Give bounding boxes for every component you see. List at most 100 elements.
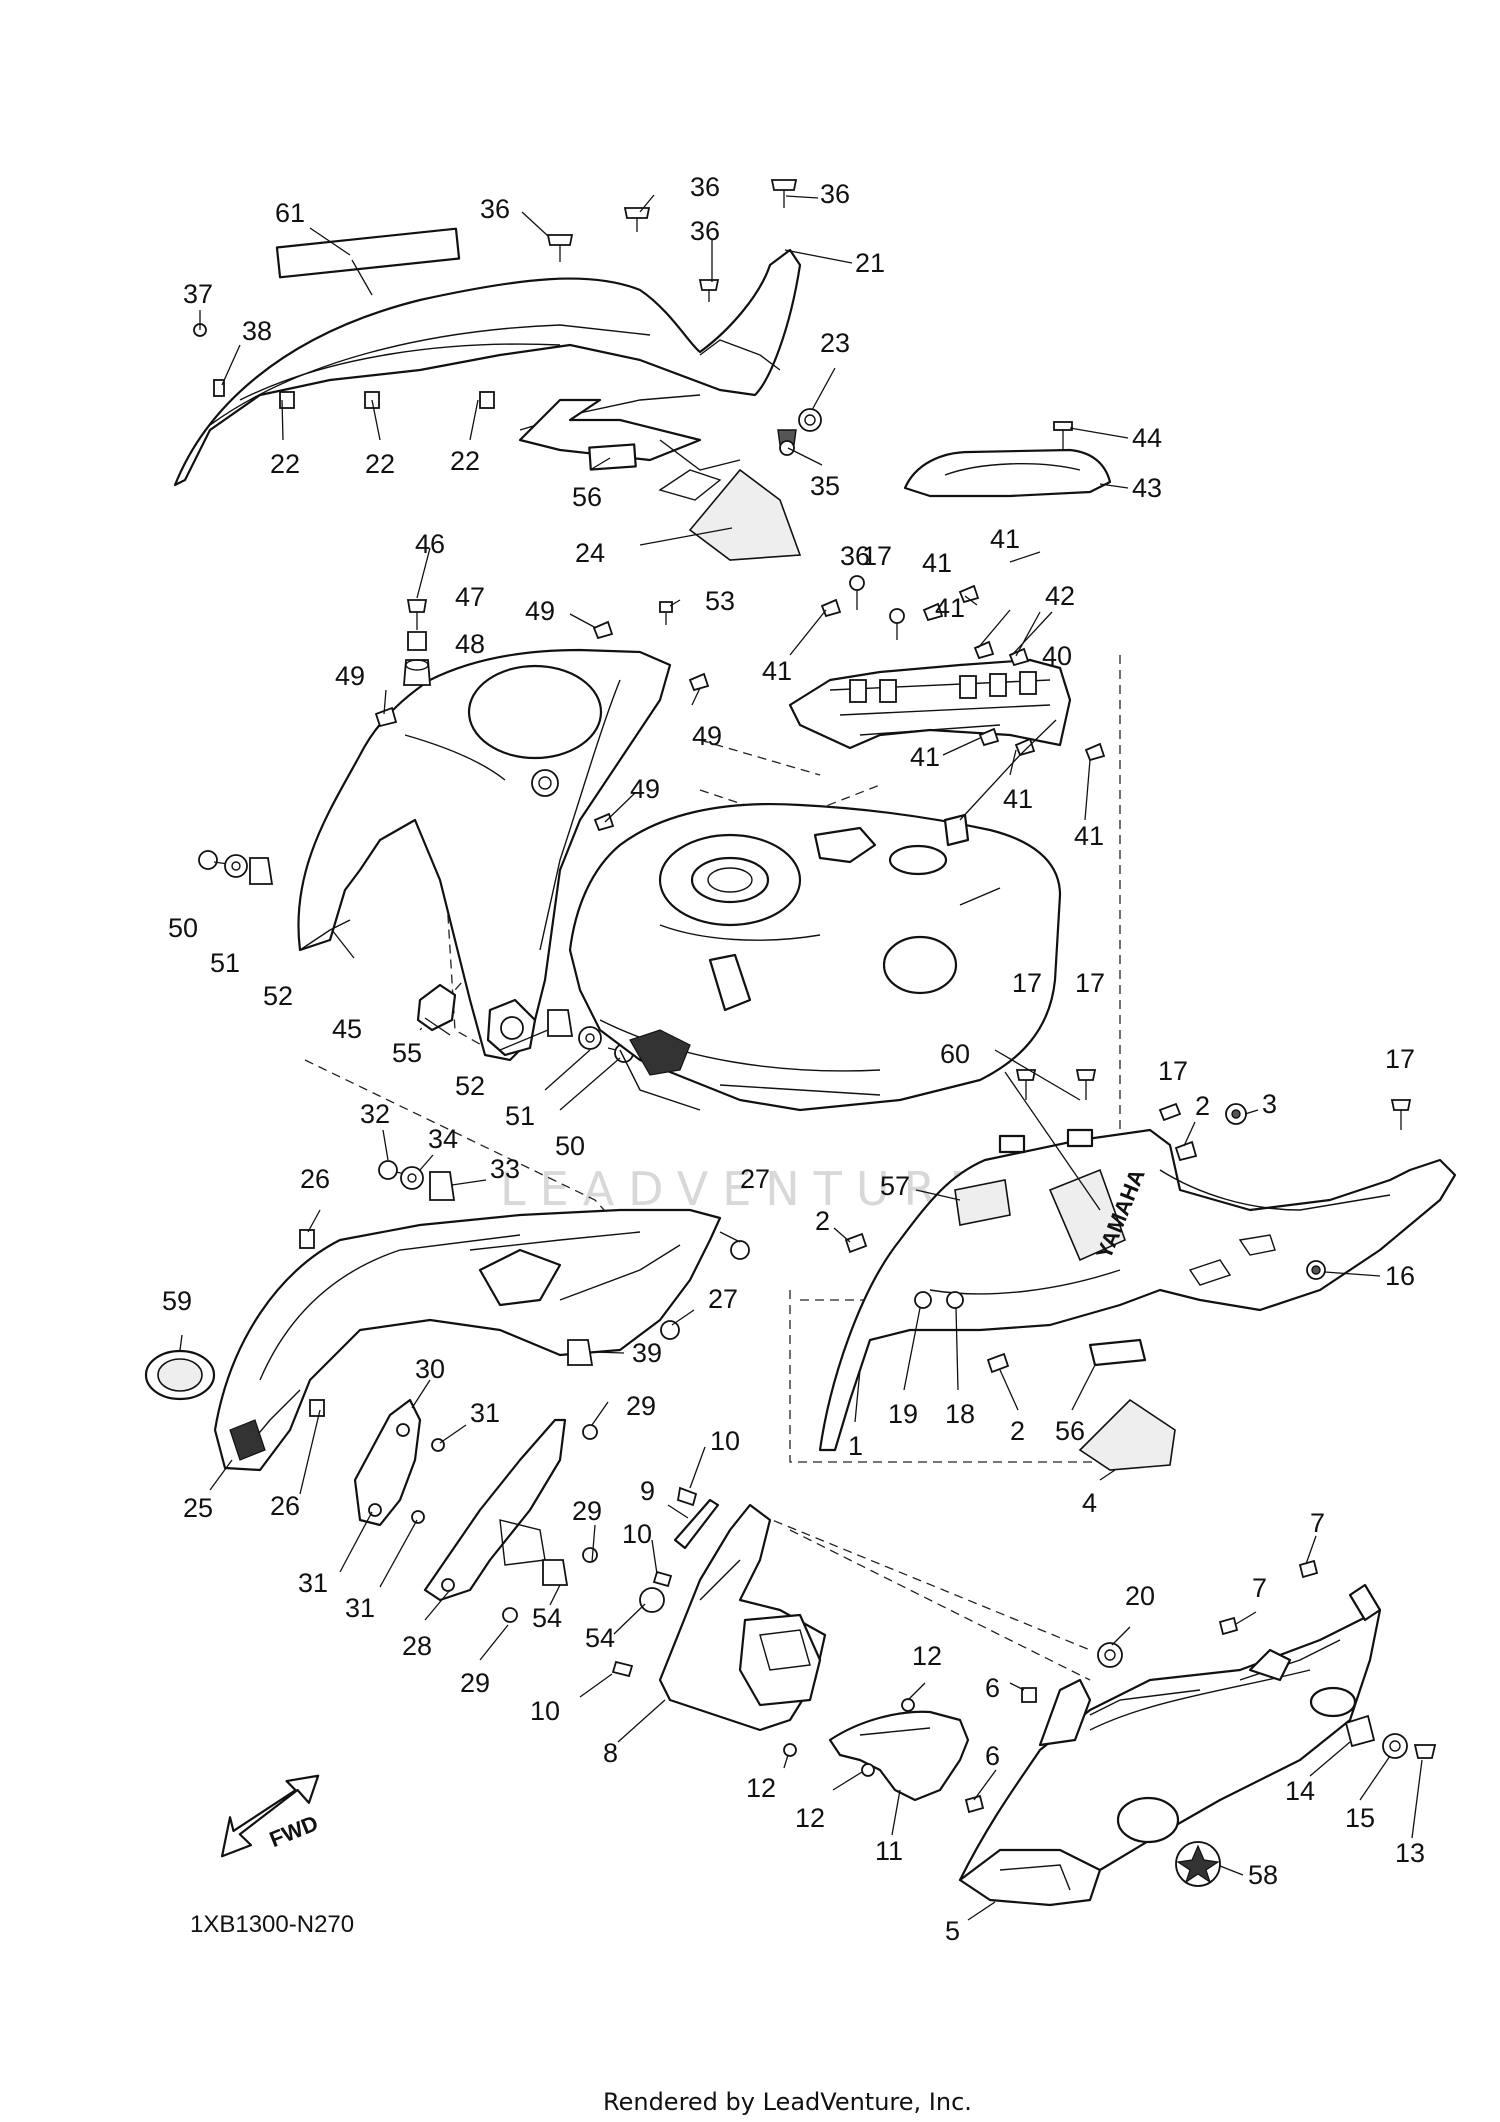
top-hardware [193,179,822,456]
callout-58: 58 [1248,1860,1278,1890]
callout-49: 49 [525,596,555,626]
callout-48: 48 [455,629,485,659]
callout-29: 29 [572,1496,602,1526]
callout-7: 7 [1252,1573,1267,1603]
callout-22: 22 [270,449,300,479]
fwd-label: FWD [266,1810,322,1852]
callout-49: 49 [630,774,660,804]
callout-44: 44 [1132,423,1162,453]
callout-50: 50 [168,913,198,943]
callout-20: 20 [1125,1581,1155,1611]
callout-33: 33 [490,1154,520,1184]
callout-22: 22 [365,449,395,479]
callout-52: 52 [263,981,293,1011]
callout-22: 22 [450,446,480,476]
callout-18: 18 [945,1399,975,1429]
bracket-part-28 [423,1418,598,1623]
callout-12: 12 [912,1641,942,1671]
footer-credit: Rendered by LeadVenture, Inc. [603,2088,972,2116]
callout-55: 55 [392,1038,422,1068]
tank-rear-cover-part-40 [788,575,1106,762]
callout-34: 34 [428,1124,458,1154]
callout-49: 49 [692,721,722,751]
callout-49: 49 [335,661,365,691]
callout-17: 17 [1158,1056,1188,1086]
forward-arrow-icon: FWD [220,1774,322,1858]
callout-30: 30 [415,1354,445,1384]
callout-51: 51 [210,948,240,978]
callout-37: 37 [183,279,213,309]
diagram-code: 1XB1300-N270 [190,1911,354,1938]
bracket-part-30 [353,1398,445,1527]
callout-13: 13 [1395,1838,1425,1868]
callout-41: 41 [990,524,1020,554]
callout-labels: 61 36 36 36 36 21 37 38 23 22 22 22 56 3… [162,172,1425,1946]
callout-41: 41 [922,548,952,578]
callout-39: 39 [632,1338,662,1368]
callout-4: 4 [1082,1488,1097,1518]
callout-41: 41 [935,593,965,623]
callout-17: 17 [1385,1044,1415,1074]
callout-12: 12 [795,1803,825,1833]
callout-36: 36 [690,172,720,202]
callout-16: 16 [1385,1261,1415,1291]
callout-36: 36 [820,179,850,209]
film-4 [1078,1398,1176,1471]
callout-36: 36 [840,541,870,571]
callout-54: 54 [585,1623,615,1653]
seat-cowl-part-43 [903,421,1112,498]
inner-cowl-part-8 [611,1486,827,1732]
callout-leaders [179,194,1423,1921]
callout-23: 23 [820,328,850,358]
tank-side-cover-part-45 [297,648,672,1062]
side-cover-hardware [198,599,710,1063]
callout-50: 50 [555,1131,585,1161]
callout-3: 3 [1262,1089,1277,1119]
callout-60: 60 [940,1039,970,1069]
callout-6: 6 [985,1673,1000,1703]
callout-43: 43 [1132,473,1162,503]
callout-17: 17 [1012,968,1042,998]
fuel-tank [568,802,1062,1112]
callout-6: 6 [985,1741,1000,1771]
callout-5: 5 [945,1916,960,1946]
sticker-56-lower [1088,1338,1147,1367]
callout-11: 11 [875,1836,903,1866]
callout-45: 45 [332,1014,362,1044]
air-duct-part-11 [783,1698,985,1814]
side-cowl-part-1: YAMAHA [818,1128,1457,1452]
callout-40: 40 [1042,641,1072,671]
callout-17: 17 [1075,968,1105,998]
callout-10: 10 [530,1696,560,1726]
callout-52: 52 [455,1071,485,1101]
callout-41: 41 [1074,821,1104,851]
callout-26: 26 [270,1491,300,1521]
callout-26: 26 [300,1164,330,1194]
callout-10: 10 [710,1426,740,1456]
callout-46: 46 [415,529,445,559]
callout-61: 61 [275,198,305,228]
callout-51: 51 [505,1101,535,1131]
callout-19: 19 [888,1399,918,1429]
callout-21: 21 [855,248,885,278]
callout-28: 28 [402,1631,432,1661]
callout-56: 56 [572,482,602,512]
callout-41: 41 [910,742,940,772]
lower-cowl-part-5 [958,1583,1382,1907]
callout-59: 59 [162,1286,192,1316]
callout-8: 8 [603,1738,618,1768]
callout-31: 31 [298,1568,328,1598]
callout-25: 25 [183,1493,213,1523]
callout-15: 15 [1345,1803,1375,1833]
sticker-61 [275,227,461,279]
callout-41: 41 [1003,784,1033,814]
lower-cowl-hardware [1021,1559,1437,1887]
callout-7: 7 [1310,1508,1325,1538]
left-panel-hardware [378,1160,750,1366]
callout-42: 42 [1045,581,1075,611]
callout-47: 47 [455,582,485,612]
callout-24: 24 [575,538,605,568]
callout-32: 32 [360,1099,390,1129]
callout-2: 2 [1010,1416,1025,1446]
assembly-guide-lines [304,655,1121,1681]
